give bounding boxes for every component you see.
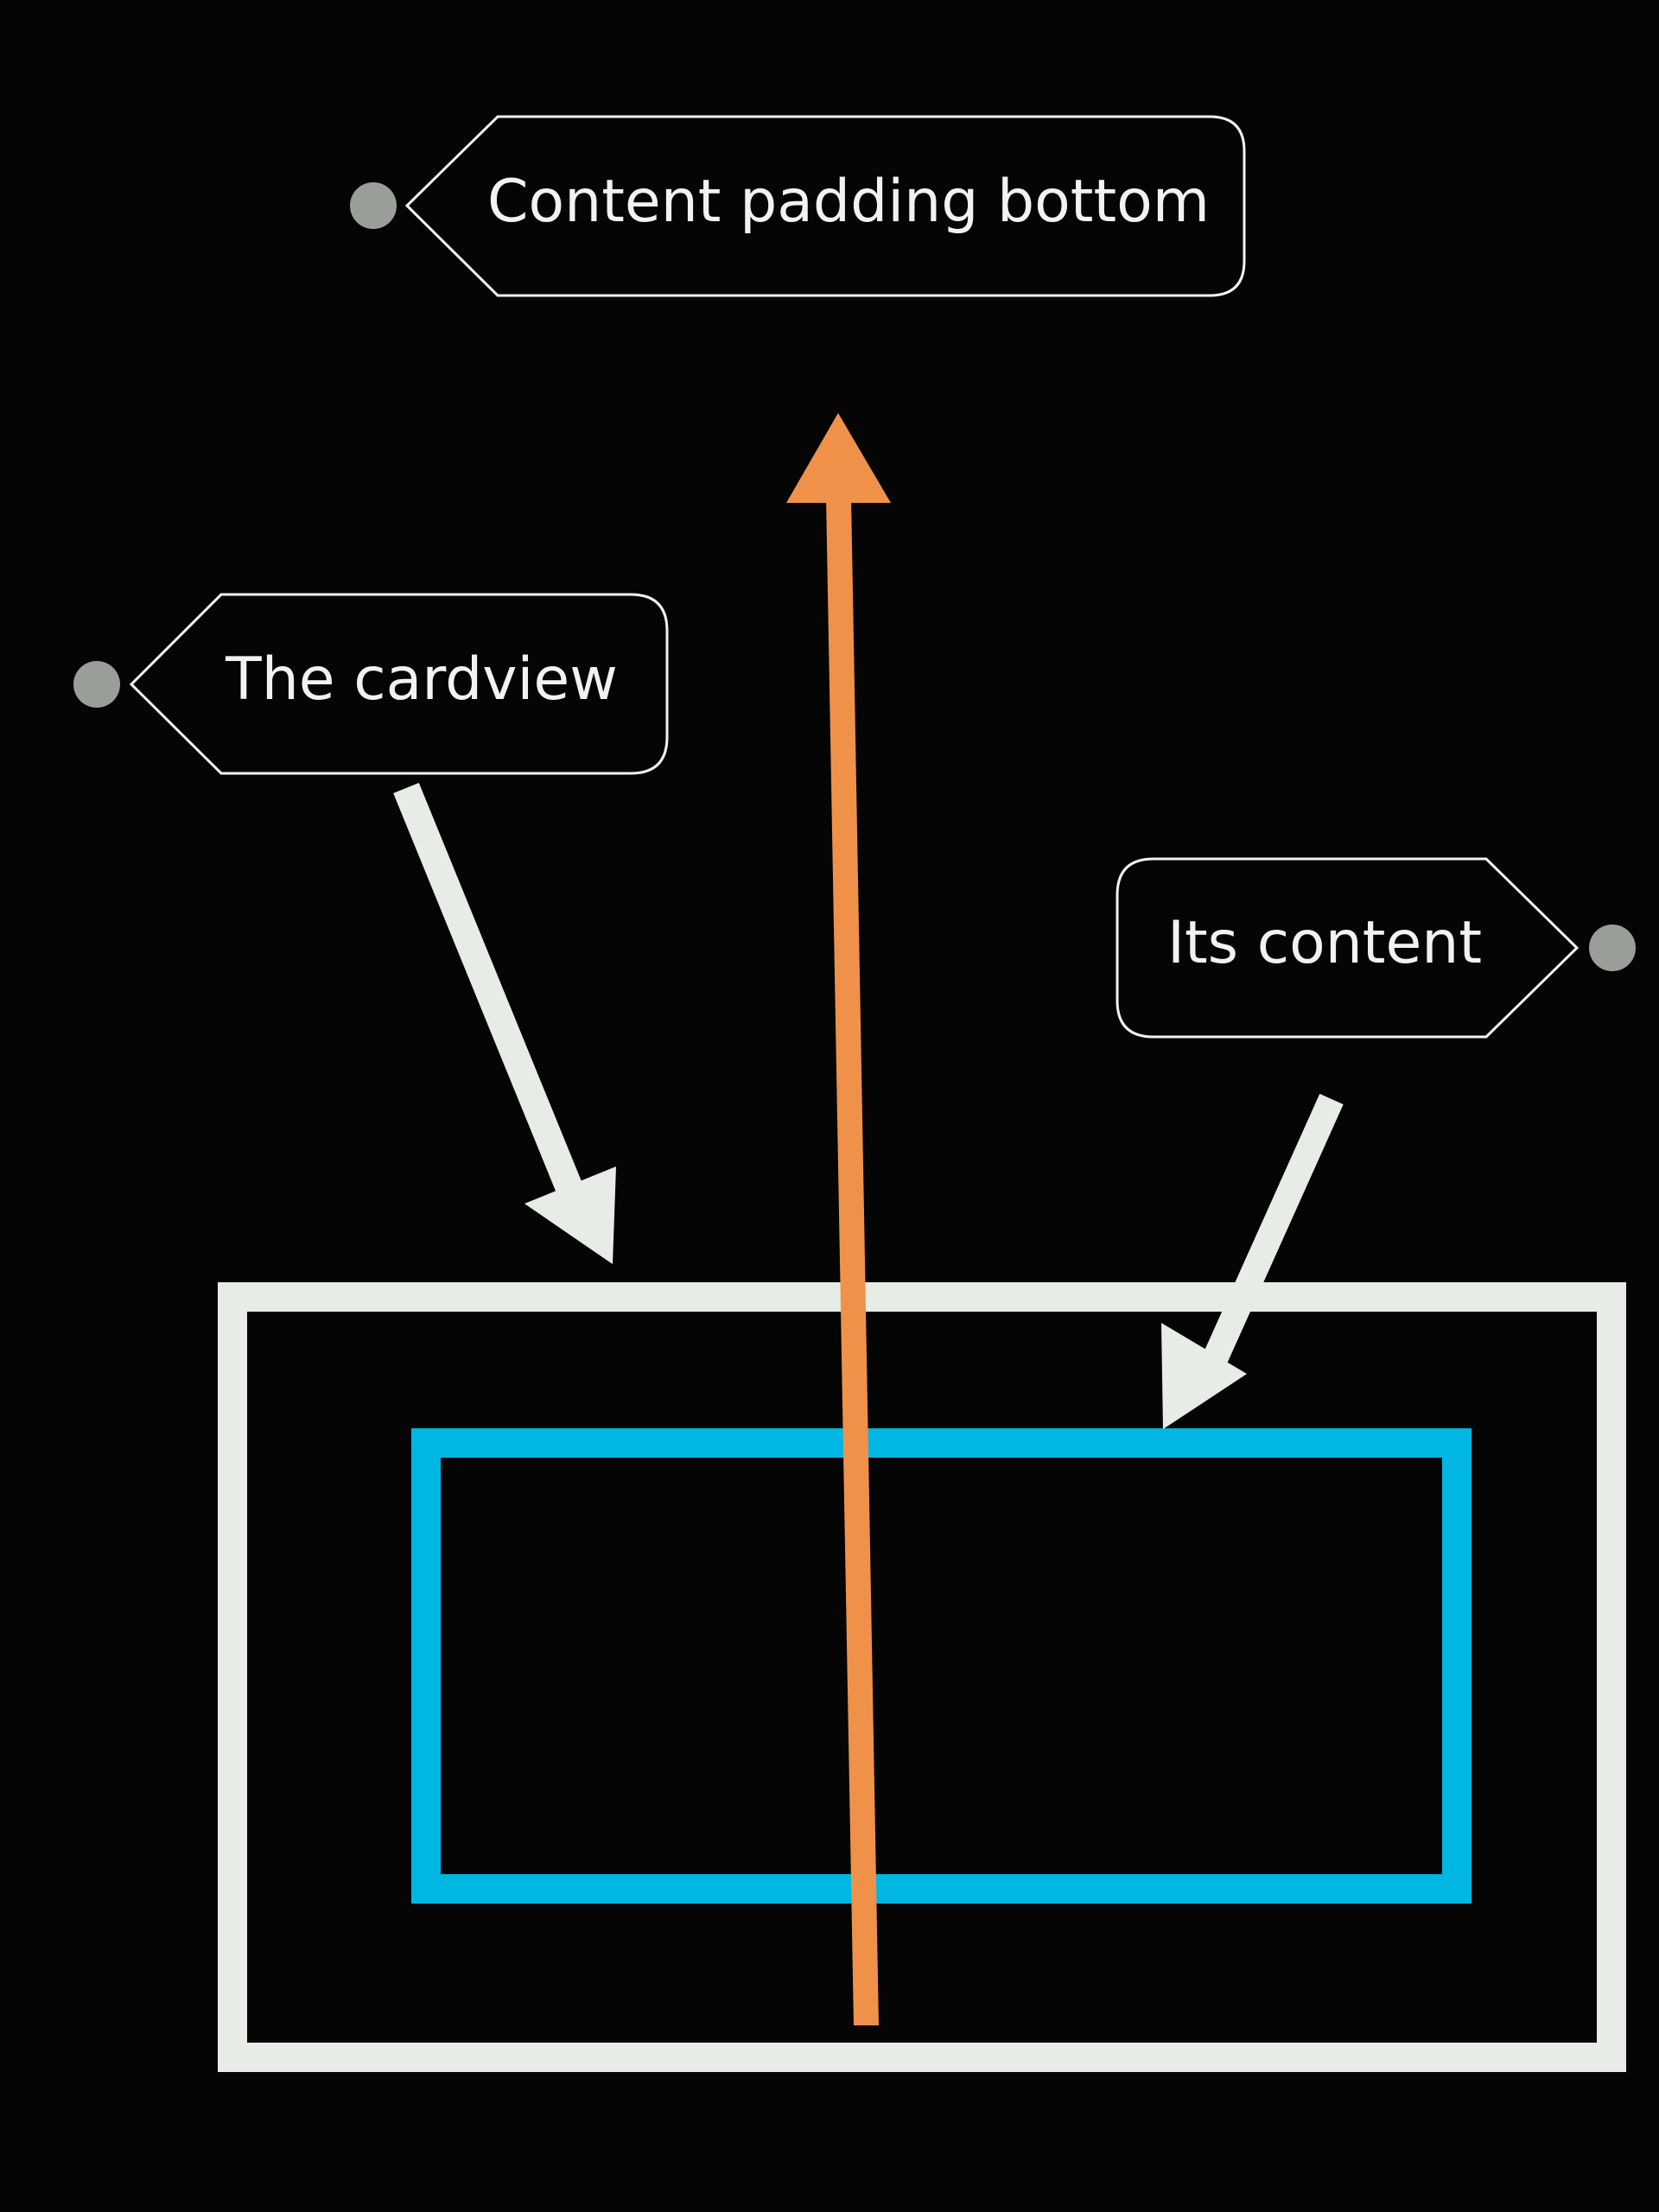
- callout-cardview: The cardview: [73, 593, 669, 775]
- callout-its-content: Its content: [1116, 857, 1636, 1039]
- callout-box: [404, 115, 1246, 297]
- padding-arrow: [786, 413, 891, 2025]
- callout-label-cardview: The cardview: [225, 645, 618, 714]
- cardview-arrow-shaft: [393, 782, 586, 1203]
- content-arrow-shaft: [1202, 1093, 1344, 1367]
- callout-content-padding-bottom: Content padding bottom: [350, 115, 1246, 297]
- content-pointer-arrow: [1161, 1093, 1344, 1429]
- content-arrow-head: [1161, 1323, 1247, 1429]
- callout-box: [1116, 857, 1580, 1039]
- content-outline: [411, 1428, 1471, 1904]
- callout-box: [129, 593, 669, 775]
- callout-dot: [350, 182, 397, 229]
- padding-arrow-head: [786, 413, 891, 503]
- callout-label-its-content: Its content: [1167, 909, 1482, 977]
- padding-arrow-shaft: [826, 497, 879, 2025]
- callout-dot: [73, 661, 120, 708]
- cardview-arrow-head: [524, 1166, 616, 1264]
- cardview-pointer-arrow: [393, 782, 616, 1264]
- callout-dot: [1589, 925, 1636, 971]
- cardview-outline: [218, 1282, 1626, 2072]
- callout-label-content-padding-bottom: Content padding bottom: [487, 168, 1210, 236]
